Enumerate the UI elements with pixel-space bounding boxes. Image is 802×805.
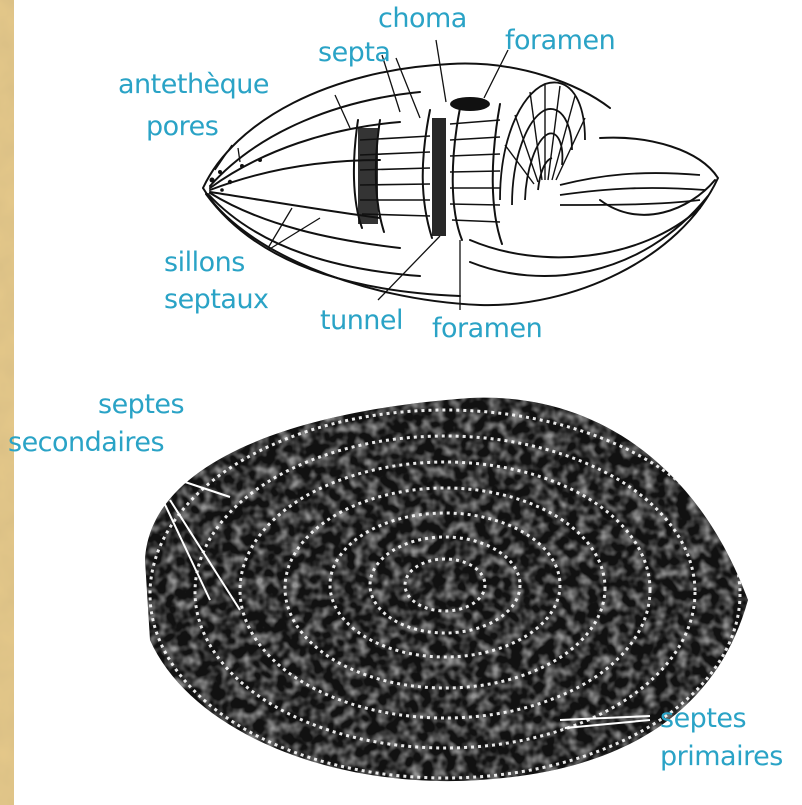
label-septes-secondaires-line2: secondaires	[8, 428, 164, 458]
label-antetheque: antethèque	[118, 70, 269, 100]
label-tunnel: tunnel	[320, 306, 403, 336]
label-sillons: sillons	[164, 248, 245, 278]
label-septes-secondaires-line1: septes	[98, 390, 184, 420]
label-foramen-top: foramen	[505, 26, 615, 56]
label-septaux: septaux	[164, 285, 269, 315]
label-septa: septa	[318, 38, 390, 68]
label-septes-primaires-line2: primaires	[660, 742, 783, 772]
label-pores: pores	[146, 112, 218, 142]
label-choma: choma	[378, 4, 467, 34]
label-septes-primaires-line1: septes	[660, 704, 746, 734]
label-foramen-bottom: foramen	[432, 314, 542, 344]
